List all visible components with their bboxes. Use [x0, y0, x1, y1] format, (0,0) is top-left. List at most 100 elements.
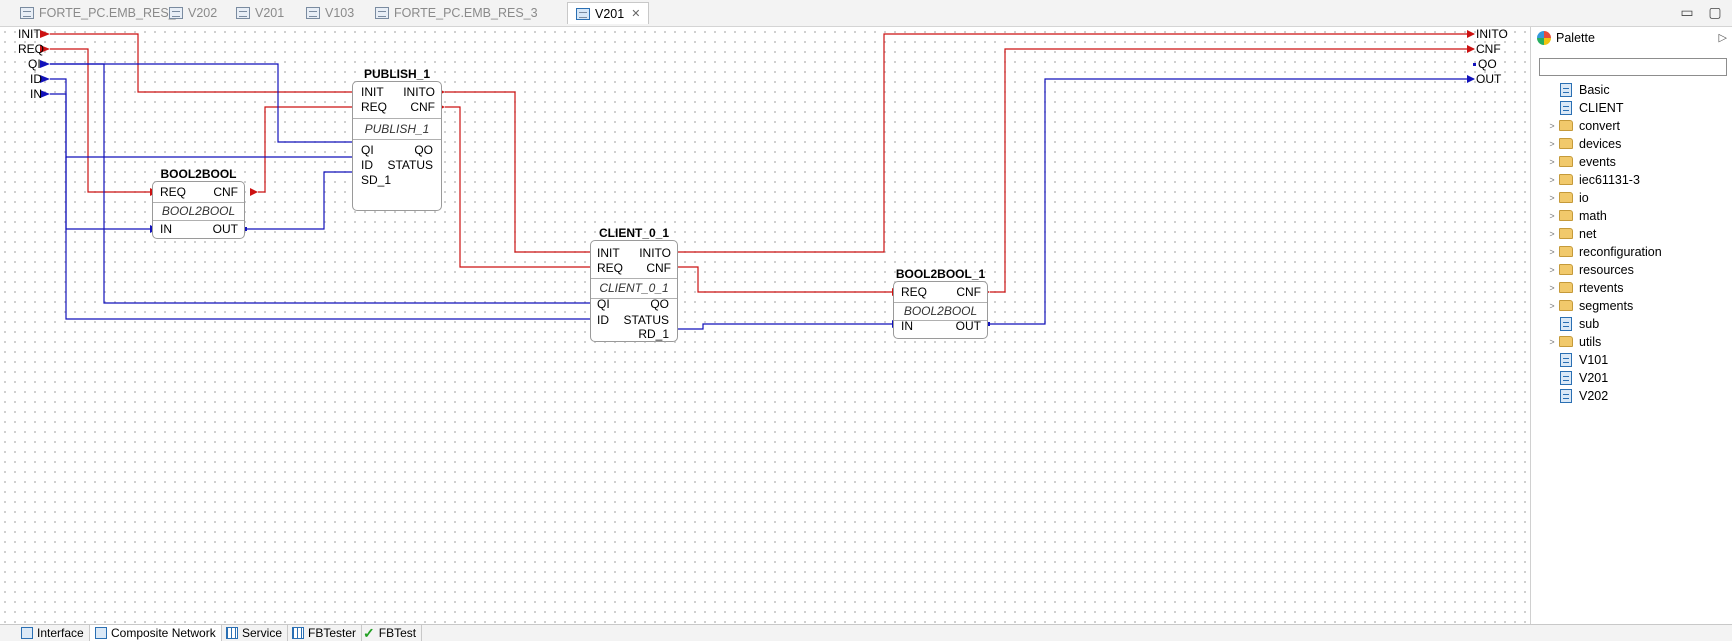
fb-type-icon [1560, 316, 1572, 331]
pin-publish-req[interactable]: REQ [361, 100, 388, 114]
conn-qi-client [50, 63, 598, 307]
palette-item-v202[interactable]: V202 [1545, 387, 1608, 404]
chevron-right-icon[interactable]: > [1549, 120, 1555, 131]
conn-bool2bool1-out-out [990, 75, 1475, 325]
pin-publish-inito[interactable]: INITO [403, 85, 435, 99]
chevron-right-icon[interactable]: > [1549, 156, 1555, 167]
pin-publish-status[interactable]: STATUS [387, 158, 433, 172]
palette-item-devices[interactable]: >devices [1545, 135, 1621, 152]
palette-item-math[interactable]: >math [1545, 207, 1606, 224]
tab-interface[interactable]: Interface [16, 625, 90, 641]
pin-client-init[interactable]: INIT [597, 246, 620, 260]
palette-item-resources[interactable]: >resources [1545, 261, 1634, 278]
pin-client-id[interactable]: ID [597, 313, 609, 327]
interface-input-in[interactable]: IN [30, 87, 42, 101]
publish-instance-name[interactable]: PUBLISH_1 [363, 67, 431, 81]
interface-input-init[interactable]: INIT [18, 27, 41, 41]
tab-v202[interactable]: V202 [161, 2, 225, 24]
bool2bool-instance-name[interactable]: BOOL2BOOL [160, 167, 237, 181]
palette-item-io[interactable]: >io [1545, 189, 1588, 206]
tab-v201-active[interactable]: V201✕ [567, 2, 650, 24]
pin-bool2bool-1-cnf[interactable]: CNF [956, 285, 981, 299]
pin-client-inito[interactable]: INITO [639, 246, 671, 260]
chevron-right-icon[interactable]: > [1549, 300, 1555, 311]
maximize-button[interactable]: ▢ [1708, 4, 1722, 20]
interface-output-cnf[interactable]: CNF [1476, 42, 1501, 56]
pin-client-status[interactable]: STATUS [623, 313, 669, 327]
pin-client-cnf[interactable]: CNF [646, 261, 671, 275]
palette-item-rtevents[interactable]: >rtevents [1545, 279, 1623, 296]
composite-network-canvas[interactable]: INIT REQ QI ID IN INITO CNF QO OUT PUBLI… [0, 27, 1529, 624]
tab-composite-network[interactable]: Composite Network [90, 625, 222, 641]
tab-forte-pc-emb-res-2[interactable]: FORTE_PC.EMB_RES_2 [12, 2, 191, 24]
chevron-right-icon[interactable]: > [1549, 210, 1555, 221]
fb-bool2bool[interactable]: REQ CNF BOOL2BOOL IN OUT [152, 181, 245, 239]
palette-item-net[interactable]: >net [1545, 225, 1596, 242]
tab-forte-pc-emb-res-3[interactable]: FORTE_PC.EMB_RES_3 [367, 2, 546, 24]
pin-bool2bool-1-in[interactable]: IN [901, 319, 913, 333]
chevron-right-icon[interactable]: > [1549, 264, 1555, 275]
chevron-right-icon[interactable]: > [1549, 138, 1555, 149]
pin-client-qi[interactable]: QI [597, 297, 610, 311]
palette-item-basic[interactable]: Basic [1545, 81, 1610, 98]
palette-item-v101[interactable]: V101 [1545, 351, 1608, 368]
pin-publish-qi[interactable]: QI [361, 143, 374, 157]
pin-client-qo[interactable]: QO [650, 297, 669, 311]
pin-publish-qo[interactable]: QO [414, 143, 433, 157]
palette-item-iec61131-3[interactable]: >iec61131-3 [1545, 171, 1640, 188]
tab-fbtest[interactable]: ✓FBTest [358, 625, 423, 641]
chevron-right-icon[interactable]: > [1549, 228, 1555, 239]
pin-bool2bool-in[interactable]: IN [160, 222, 172, 236]
pin-publish-cnf[interactable]: CNF [410, 100, 435, 114]
chevron-right-icon[interactable]: > [1549, 336, 1555, 347]
close-icon[interactable]: ✕ [631, 8, 641, 20]
fb-publish-1[interactable]: INIT REQ INITO CNF PUBLISH_1 QI ID SD_1 … [352, 81, 442, 211]
collapse-palette-icon[interactable]: ▷ [1718, 32, 1727, 44]
pin-publish-id[interactable]: ID [361, 158, 373, 172]
chevron-right-icon[interactable]: > [1549, 282, 1555, 293]
pin-client-rd1[interactable]: RD_1 [638, 327, 669, 341]
fb-bool2bool-1[interactable]: REQ CNF BOOL2BOOL IN OUT [893, 281, 988, 339]
tab-v103[interactable]: V103 [298, 2, 362, 24]
chevron-right-icon[interactable]: > [1549, 246, 1555, 257]
palette-search-input[interactable] [1539, 58, 1727, 76]
pin-bool2bool-req[interactable]: REQ [160, 185, 187, 199]
interface-output-inito[interactable]: INITO [1476, 27, 1508, 41]
palette-item-events[interactable]: >events [1545, 153, 1615, 170]
palette-item-reconfiguration[interactable]: >reconfiguration [1545, 243, 1661, 260]
bool2bool-1-instance-name[interactable]: BOOL2BOOL_1 [895, 267, 986, 281]
palette-item-client[interactable]: CLIENT [1545, 99, 1623, 116]
minimize-button[interactable]: ▭ [1680, 4, 1694, 20]
tab-service[interactable]: Service [221, 625, 289, 641]
palette-item-convert[interactable]: >convert [1545, 117, 1620, 134]
palette-item-v201[interactable]: V201 [1545, 369, 1608, 386]
conn-bool2bool-cnf-publish-req [258, 103, 361, 193]
folder-icon [1559, 300, 1573, 311]
interface-input-req[interactable]: REQ [18, 42, 45, 56]
tab-v201-inactive[interactable]: V201 [228, 2, 292, 24]
pin-bool2bool-1-out[interactable]: OUT [955, 319, 981, 333]
chevron-right-icon[interactable]: > [1549, 174, 1555, 185]
interface-input-id[interactable]: ID [30, 72, 42, 86]
interface-input-qi[interactable]: QI [28, 57, 41, 71]
palette-item-segments[interactable]: >segments [1545, 297, 1633, 314]
conn-bool2bool-out-publish-sd1 [247, 168, 361, 230]
chevron-right-icon[interactable]: > [1549, 192, 1555, 203]
interface-output-qo[interactable]: QO [1478, 57, 1497, 71]
pin-publish-init[interactable]: INIT [361, 85, 384, 99]
palette-item-utils[interactable]: >utils [1545, 333, 1601, 350]
pin-bool2bool-1-req[interactable]: REQ [901, 285, 928, 299]
folder-icon [1559, 336, 1573, 347]
tab-fbtester[interactable]: FBTester [287, 625, 363, 641]
interface-output-out[interactable]: OUT [1476, 72, 1502, 86]
pin-client-req[interactable]: REQ [597, 261, 624, 275]
client-instance-name[interactable]: CLIENT_0_1 [598, 226, 670, 240]
pin-publish-sd1[interactable]: SD_1 [361, 173, 392, 187]
network-icon [95, 627, 107, 639]
fb-client-0-1[interactable]: INIT REQ INITO CNF CLIENT_0_1 QI ID QO S… [590, 240, 678, 342]
fb-type-icon [1560, 100, 1572, 115]
pin-bool2bool-out[interactable]: OUT [212, 222, 238, 236]
interface-icon [21, 627, 33, 639]
pin-bool2bool-cnf[interactable]: CNF [213, 185, 238, 199]
palette-item-sub[interactable]: sub [1545, 315, 1599, 332]
